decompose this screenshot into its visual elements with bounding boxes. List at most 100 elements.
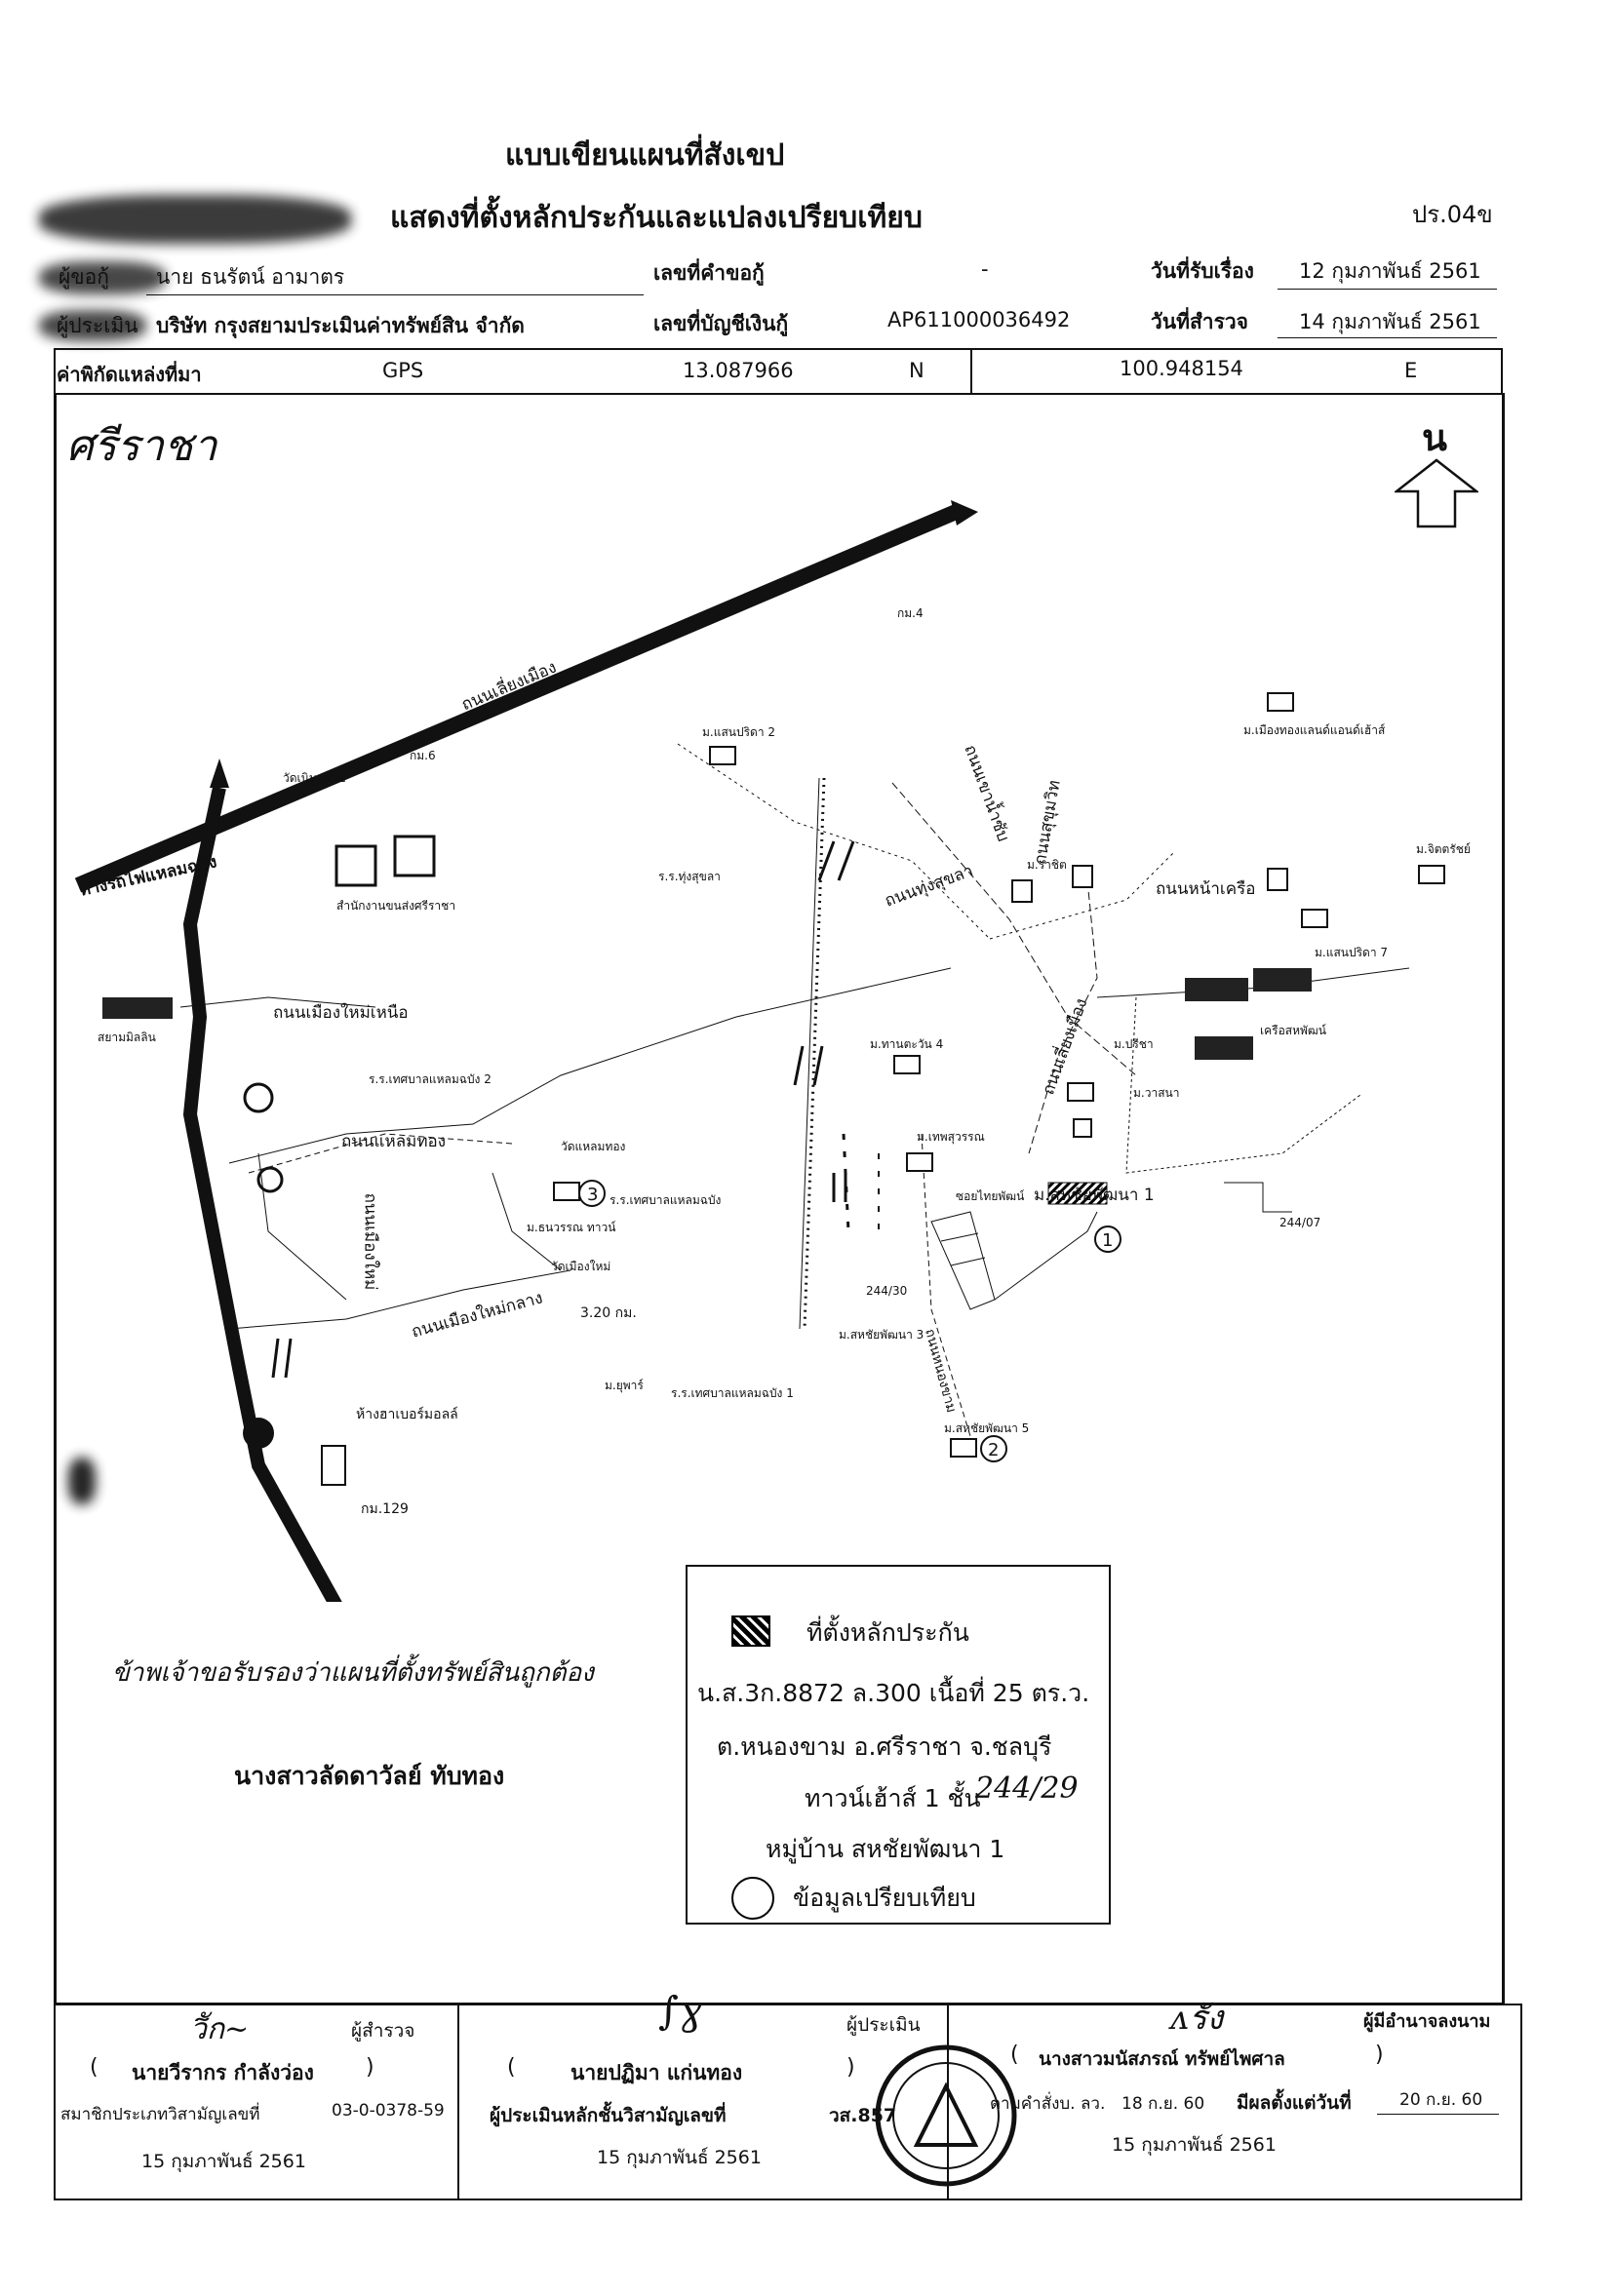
received-date: 12 กุมภาพันธ์ 2561: [1299, 259, 1481, 283]
survey-date-label: วันที่สำรวจ: [1151, 310, 1248, 333]
map-label-km4: กม.4: [897, 606, 924, 620]
latitude-direction: N: [909, 359, 925, 382]
map-label-muang-thong: ม.เมืองทองแลนด์แอนด์เฮ้าส์: [1243, 723, 1386, 737]
loan-request-value: -: [981, 257, 989, 281]
map-label-wat-laemthong: วัดแหลมทอง: [561, 1140, 626, 1153]
paren: ): [366, 2055, 374, 2080]
legend-location: ต.หนองขาม อ.ศรีราชา จ.ชลบุรี: [717, 1732, 1052, 1761]
paren: ): [846, 2055, 855, 2080]
map-label-harbor-mall: ห้างฮาเบอร์มอลล์: [356, 1407, 458, 1422]
company-seal: [875, 2044, 1017, 2187]
road-label-muang-mai: ถนนเมืองใหม่: [360, 1192, 380, 1291]
latitude-value: 13.087966: [683, 359, 794, 382]
map-label-wassana: ม.วาสนา: [1133, 1086, 1180, 1100]
surveyor-name: นายวีรากร กำลังว่อง: [132, 2061, 314, 2084]
map-label-distance: 3.20 กม.: [580, 1305, 637, 1321]
underline: [1377, 2114, 1499, 2115]
legend-deed-info: น.ส.3ก.8872 ล.300 เนื้อที่ 25 ตร.ว.: [697, 1679, 1090, 1707]
surveyor-date: 15 กุมภาพันธ์ 2561: [141, 2151, 306, 2172]
map-label-sahai1: ม.สหชัยพัฒนา 1: [1034, 1186, 1155, 1205]
surveyor-role: ผู้สำรวจ: [351, 2020, 415, 2042]
coordinate-box: [54, 348, 1503, 395]
map-label-dim-24430: 244/30: [866, 1284, 908, 1298]
map-label-yupar: ม.ยุพาร์: [605, 1379, 644, 1392]
document-subtitle: แสดงที่ตั้งหลักประกันและแปลงเปรียบเทียบ: [390, 201, 923, 235]
legend-box: ที่ตั้งหลักประกัน น.ส.3ก.8872 ล.300 เนื้…: [686, 1565, 1111, 1925]
road-label-na-khruea: ถนนหน้าเครือ: [1156, 879, 1256, 899]
surveyor-member-no: 03-0-0378-59: [332, 2101, 445, 2121]
map-label-khruea-saha: เครือสหพัฒน์: [1260, 1024, 1326, 1037]
surveyor-signature: ว̃ัก~: [190, 2012, 250, 2046]
map-label-sahai5: ม.สหชัยพัฒนา 5: [944, 1421, 1030, 1435]
longitude-direction: E: [1404, 359, 1418, 382]
longitude-value: 100.948154: [1120, 357, 1243, 380]
map-label-office: สำนักงานขนส่งศรีราชา: [336, 899, 456, 913]
form-number: ปร.04ข: [1412, 201, 1493, 228]
map-label-rachid: ม.ราชิต: [1027, 858, 1067, 872]
underline: [1278, 337, 1497, 338]
document-title: แบบเขียนแผนที่สังเขป: [505, 138, 785, 173]
map-label-school-thungsukhla: ร.ร.ทุ่งสุขลา: [658, 870, 721, 883]
map-label-school-laemchabang: ร.ร.เทศบาลแหลมฉบัง: [610, 1193, 722, 1207]
map-label-thanasub: ม.ทานตะวัน 4: [870, 1037, 944, 1051]
handwritten-certification: ข้าพเจ้าขอรับรองว่าแผนที่ตั้งทรัพย์สินถู…: [112, 1658, 594, 1688]
account-value: AP611000036492: [887, 308, 1071, 331]
effective-label: มีผลตั้งแต่วันที่: [1237, 2092, 1352, 2114]
appraiser-company: บริษัท กรุงสยามประเมินค่าทรัพย์สิน จำกัด: [156, 314, 525, 337]
marker-3-label: 3: [587, 1185, 599, 1205]
legend-comparison-label: ข้อมูลเปรียบเทียบ: [793, 1884, 976, 1912]
map-label-preecha: ม.ปรีชา: [1114, 1037, 1154, 1051]
authorized-name: นางสาวมนัสภรณ์ ทรัพย์ไพศาล: [1039, 2048, 1285, 2070]
map-label-chaiyarat: ม.จิตตรัชย์: [1416, 842, 1471, 856]
coordinate-label: ค่าพิกัดแหล่งที่มา: [57, 363, 202, 386]
road-label-muang-mai-nuea: ถนนเมืองใหม่เหนือ: [273, 1003, 409, 1023]
surveyor-member-label: สมาชิกประเภทวิสามัญเลขที่: [60, 2105, 260, 2124]
map-label-thanawan: ม.ธนวรรณ ทาวน์: [527, 1221, 616, 1234]
map-label-wat-nuea: วัดเนินนรมย์: [283, 771, 346, 785]
account-label: เลขที่บัญชีเงินกู้: [653, 312, 789, 335]
marker-1-label: 1: [1102, 1230, 1114, 1251]
paren: (: [1010, 2043, 1019, 2067]
signature-row: [54, 2004, 1522, 2200]
map-label-siam-mill: สยามมิลลิน: [98, 1031, 156, 1044]
map-label-km129: กม.129: [361, 1501, 409, 1517]
map-label-school-tessaban2: ร.ร.เทศบาลแหลมฉบัง 2: [369, 1072, 492, 1086]
received-date-label: วันที่รับเรื่อง: [1151, 259, 1254, 283]
scan-smudge: [39, 310, 146, 341]
map-label-saensiri2: ม.แสนปริดา 2: [702, 725, 776, 739]
order-label: ตามคำสั่งบ. ลว.: [990, 2094, 1106, 2114]
borrower-name: นาย ธนรัตน์ อามาตร: [156, 265, 345, 289]
underline: [1278, 289, 1497, 290]
appraiser-role: ผู้ประเมิน: [846, 2014, 921, 2036]
borrower-label: ผู้ขอกู้: [59, 265, 109, 289]
north-label: น: [1422, 416, 1447, 459]
scan-smudge: [39, 195, 351, 244]
coordinate-divider: [970, 350, 972, 393]
authorized-signature: ᴧรัง: [1170, 1999, 1224, 2038]
marker-2-label: 2: [988, 1440, 1000, 1460]
comparison-circle-icon: [731, 1877, 774, 1920]
appraiser-label: ผู้ประเมิน: [57, 314, 138, 337]
map-label-dim-24407: 244/07: [1279, 1216, 1321, 1229]
loan-request-label: เลขที่คำขอกู้: [653, 261, 765, 285]
appraiser-date: 15 กุมภาพันธ์ 2561: [597, 2147, 762, 2168]
certification-signer: นางสาวลัดดาวัลย์ ทับทอง: [234, 1762, 505, 1790]
road-label-laem-thong: ถนนแหลมทอง: [341, 1132, 447, 1151]
map-label-wat-muangmai: วัดเมืองใหม่: [551, 1260, 611, 1273]
legend-collateral-label: ที่ตั้งหลักประกัน: [806, 1618, 969, 1647]
map-label-taew: ม.เทพสุวรรณ: [917, 1130, 985, 1144]
scan-smudge: [39, 261, 166, 294]
legend-property-type: ทาวน์เฮ้าส์ 1 ชั้น: [805, 1784, 981, 1812]
appraiser-member-label: ผู้ประเมินหลักชั้นวิสามัญเลขที่: [490, 2105, 727, 2126]
map-label-school-tessaban1: ร.ร.เทศบาลแหลมฉบัง 1: [671, 1386, 794, 1400]
map-label-sub-road: ซอยไทยพัฒน์: [956, 1189, 1025, 1203]
order-date: 18 ก.ย. 60: [1121, 2094, 1205, 2114]
paren: ): [1375, 2043, 1384, 2067]
legend-village: หมู่บ้าน สหชัยพัฒนา 1: [766, 1835, 1005, 1863]
handwritten-area-name: ศรีราชา: [66, 421, 217, 471]
scan-smudge: [68, 1458, 96, 1504]
collateral-hatch-icon: [731, 1615, 770, 1647]
map-label-saensiri7: ม.แสนปริดา 7: [1315, 946, 1389, 959]
survey-date: 14 กุมภาพันธ์ 2561: [1299, 310, 1481, 333]
authorized-role: ผู้มีอำนาจลงนาม: [1363, 2011, 1491, 2032]
